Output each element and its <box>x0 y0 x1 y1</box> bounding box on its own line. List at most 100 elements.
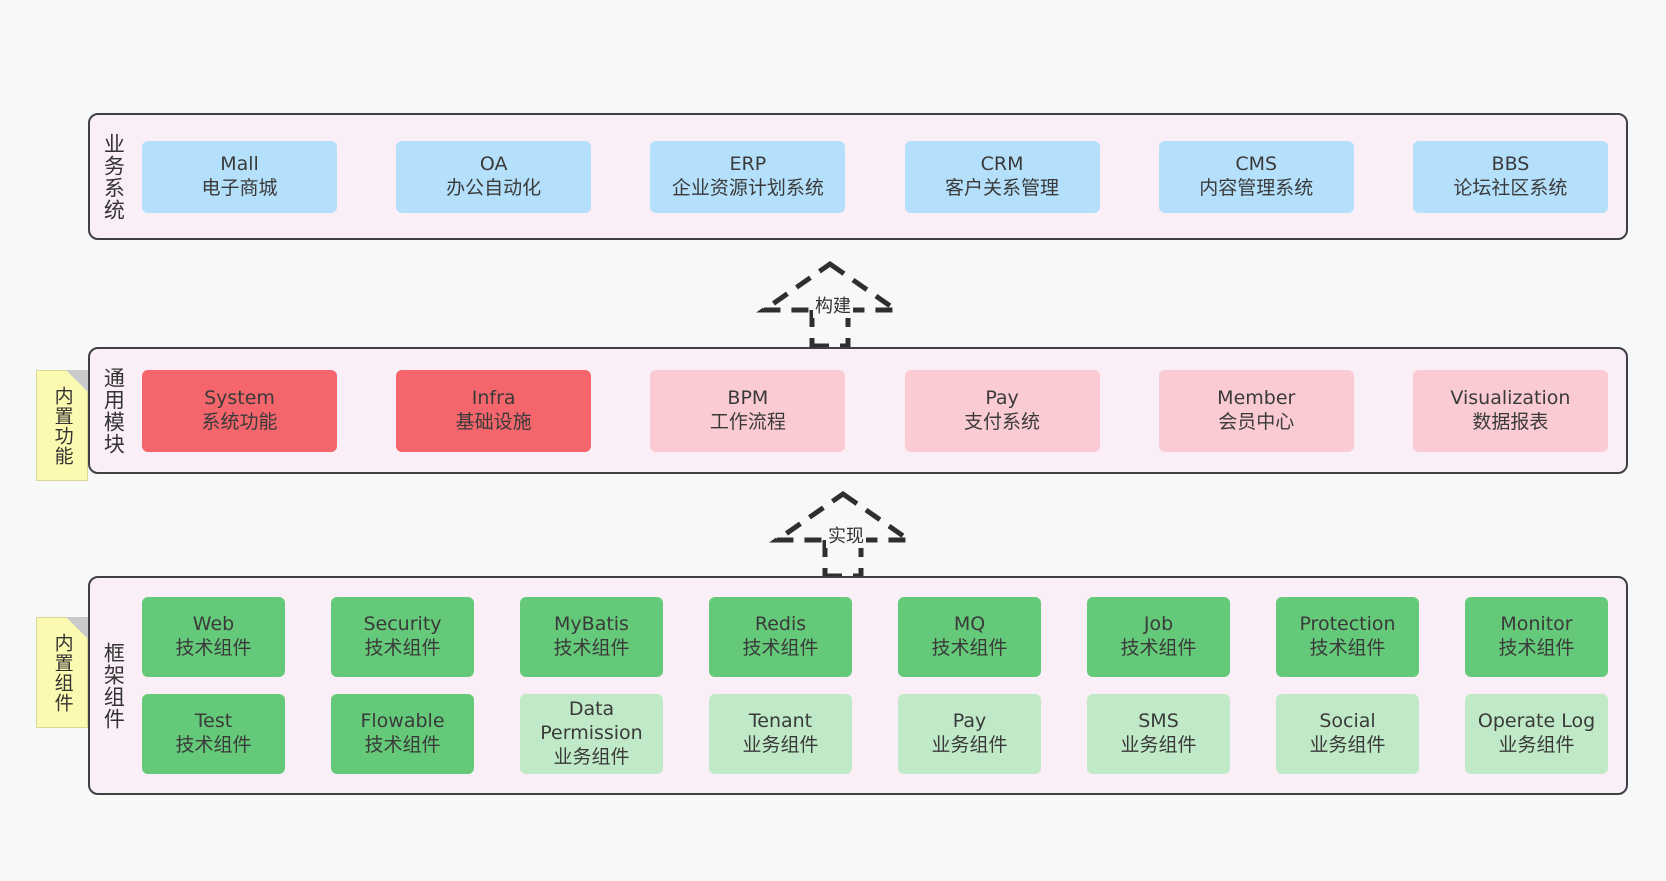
layer-framework-components: 框架组件 Web 技术组件 Security 技术组件 MyBatis 技术组件… <box>88 576 1628 795</box>
node-title: Data Permission <box>540 698 643 745</box>
node-subtitle: 客户关系管理 <box>945 176 1060 199</box>
node-subtitle: 技术组件 <box>364 637 441 659</box>
layer-body-framework-components: Web 技术组件 Security 技术组件 MyBatis 技术组件 Redi… <box>136 578 1626 793</box>
node-mall[interactable]: Mall 电子商城 <box>142 140 337 213</box>
node-subtitle: 技术组件 <box>364 734 441 756</box>
node-title: Member <box>1217 386 1296 409</box>
node-erp[interactable]: ERP 企业资源计划系统 <box>650 140 846 213</box>
node-subtitle: 技术组件 <box>175 734 252 756</box>
node-title: Redis <box>754 613 807 636</box>
node-subtitle: 基础设施 <box>455 410 532 433</box>
node-subtitle: 办公自动化 <box>446 176 542 199</box>
node-title: Job <box>1143 613 1174 636</box>
node-title: Flowable <box>360 710 445 733</box>
node-bbs[interactable]: BBS 论坛社区系统 <box>1412 140 1608 213</box>
node-social[interactable]: Social 业务组件 <box>1276 694 1419 774</box>
node-cms[interactable]: CMS 内容管理系统 <box>1158 140 1354 213</box>
node-member[interactable]: Member 会员中心 <box>1158 369 1354 452</box>
node-subtitle: 工作流程 <box>709 410 786 433</box>
sticky-note-label: 内置功能 <box>51 385 74 466</box>
node-data-permission[interactable]: Data Permission 业务组件 <box>520 694 663 774</box>
node-subtitle: 系统功能 <box>201 410 278 433</box>
node-security[interactable]: Security 技术组件 <box>331 597 474 677</box>
node-title: System <box>204 386 275 409</box>
node-subtitle: 会员中心 <box>1218 410 1295 433</box>
node-subtitle: 技术组件 <box>1120 637 1197 659</box>
node-subtitle: 技术组件 <box>553 637 630 659</box>
node-title: BBS <box>1491 152 1530 175</box>
connector-implement-label: 实现 <box>826 522 866 548</box>
node-title: Mall <box>220 152 259 175</box>
node-subtitle: 业务组件 <box>931 734 1008 756</box>
node-title: Infra <box>471 386 516 409</box>
node-subtitle: 技术组件 <box>1309 637 1386 659</box>
node-crm[interactable]: CRM 客户关系管理 <box>904 140 1100 213</box>
node-row: System 系统功能 Infra 基础设施 BPM 工作流程 Pay 支付系统… <box>142 369 1608 452</box>
node-row: Test 技术组件 Flowable 技术组件 Data Permission … <box>142 694 1608 774</box>
node-pay-component[interactable]: Pay 业务组件 <box>898 694 1041 774</box>
node-protection[interactable]: Protection 技术组件 <box>1276 597 1419 677</box>
node-monitor[interactable]: Monitor 技术组件 <box>1465 597 1608 677</box>
node-redis[interactable]: Redis 技术组件 <box>709 597 852 677</box>
node-title: Pay <box>952 710 987 733</box>
layer-body-common-modules: System 系统功能 Infra 基础设施 BPM 工作流程 Pay 支付系统… <box>136 349 1626 472</box>
node-subtitle: 企业资源计划系统 <box>671 176 824 199</box>
layer-title-common-modules: 通用模块 <box>101 366 126 455</box>
node-operate-log[interactable]: Operate Log 业务组件 <box>1465 694 1608 774</box>
node-mybatis[interactable]: MyBatis 技术组件 <box>520 597 663 677</box>
node-subtitle: 业务组件 <box>1498 734 1575 756</box>
node-title: Operate Log <box>1477 710 1596 733</box>
node-mq[interactable]: MQ 技术组件 <box>898 597 1041 677</box>
node-title: Web <box>192 613 235 636</box>
node-title: OA <box>479 152 508 175</box>
node-subtitle: 支付系统 <box>964 410 1041 433</box>
node-title: Test <box>194 710 233 733</box>
node-title: Monitor <box>1500 613 1573 636</box>
node-row: Mall 电子商城 OA 办公自动化 ERP 企业资源计划系统 CRM 客户关系… <box>142 140 1608 213</box>
node-title: Visualization <box>1450 386 1571 409</box>
node-title: Social <box>1319 710 1376 733</box>
node-row: Web 技术组件 Security 技术组件 MyBatis 技术组件 Redi… <box>142 597 1608 677</box>
node-title: Protection <box>1299 613 1396 636</box>
connector-build: 构建 <box>755 258 905 349</box>
node-bpm[interactable]: BPM 工作流程 <box>650 369 846 452</box>
node-web[interactable]: Web 技术组件 <box>142 597 285 677</box>
node-system[interactable]: System 系统功能 <box>142 369 337 452</box>
node-infra[interactable]: Infra 基础设施 <box>396 369 592 452</box>
layer-business-system: 业务系统 Mall 电子商城 OA 办公自动化 ERP 企业资源计划系统 CRM… <box>88 113 1628 240</box>
layer-body-business-system: Mall 电子商城 OA 办公自动化 ERP 企业资源计划系统 CRM 客户关系… <box>136 115 1626 238</box>
node-subtitle: 数据报表 <box>1472 410 1549 433</box>
node-sms[interactable]: SMS 业务组件 <box>1087 694 1230 774</box>
node-subtitle: 电子商城 <box>201 176 278 199</box>
node-test[interactable]: Test 技术组件 <box>142 694 285 774</box>
sticky-note-builtin-functions[interactable]: 内置功能 <box>36 370 88 481</box>
node-tenant[interactable]: Tenant 业务组件 <box>709 694 852 774</box>
node-subtitle: 业务组件 <box>1309 734 1386 756</box>
node-visualization[interactable]: Visualization 数据报表 <box>1412 369 1608 452</box>
node-flowable[interactable]: Flowable 技术组件 <box>331 694 474 774</box>
node-title: SMS <box>1138 710 1179 733</box>
node-subtitle: 技术组件 <box>742 637 819 659</box>
node-subtitle: 业务组件 <box>553 745 630 768</box>
node-title: MQ <box>953 613 986 636</box>
node-pay[interactable]: Pay 支付系统 <box>904 369 1100 452</box>
connector-implement: 实现 <box>768 488 918 579</box>
node-oa[interactable]: OA 办公自动化 <box>396 140 592 213</box>
node-subtitle: 技术组件 <box>931 637 1008 659</box>
node-subtitle: 内容管理系统 <box>1199 176 1314 199</box>
node-title: CMS <box>1235 152 1278 175</box>
node-job[interactable]: Job 技术组件 <box>1087 597 1230 677</box>
node-subtitle: 业务组件 <box>742 734 819 756</box>
node-title: MyBatis <box>554 613 629 636</box>
node-title: Tenant <box>748 710 813 733</box>
node-subtitle: 技术组件 <box>175 637 252 659</box>
node-title: BPM <box>727 386 769 409</box>
node-title: Security <box>363 613 442 636</box>
node-subtitle: 技术组件 <box>1498 637 1575 659</box>
node-subtitle: 论坛社区系统 <box>1453 176 1568 199</box>
layer-title-framework-components: 框架组件 <box>101 641 126 730</box>
node-title: CRM <box>980 152 1024 175</box>
sticky-note-builtin-components[interactable]: 内置组件 <box>36 617 88 728</box>
node-title: ERP <box>729 152 767 175</box>
node-subtitle: 业务组件 <box>1120 734 1197 756</box>
